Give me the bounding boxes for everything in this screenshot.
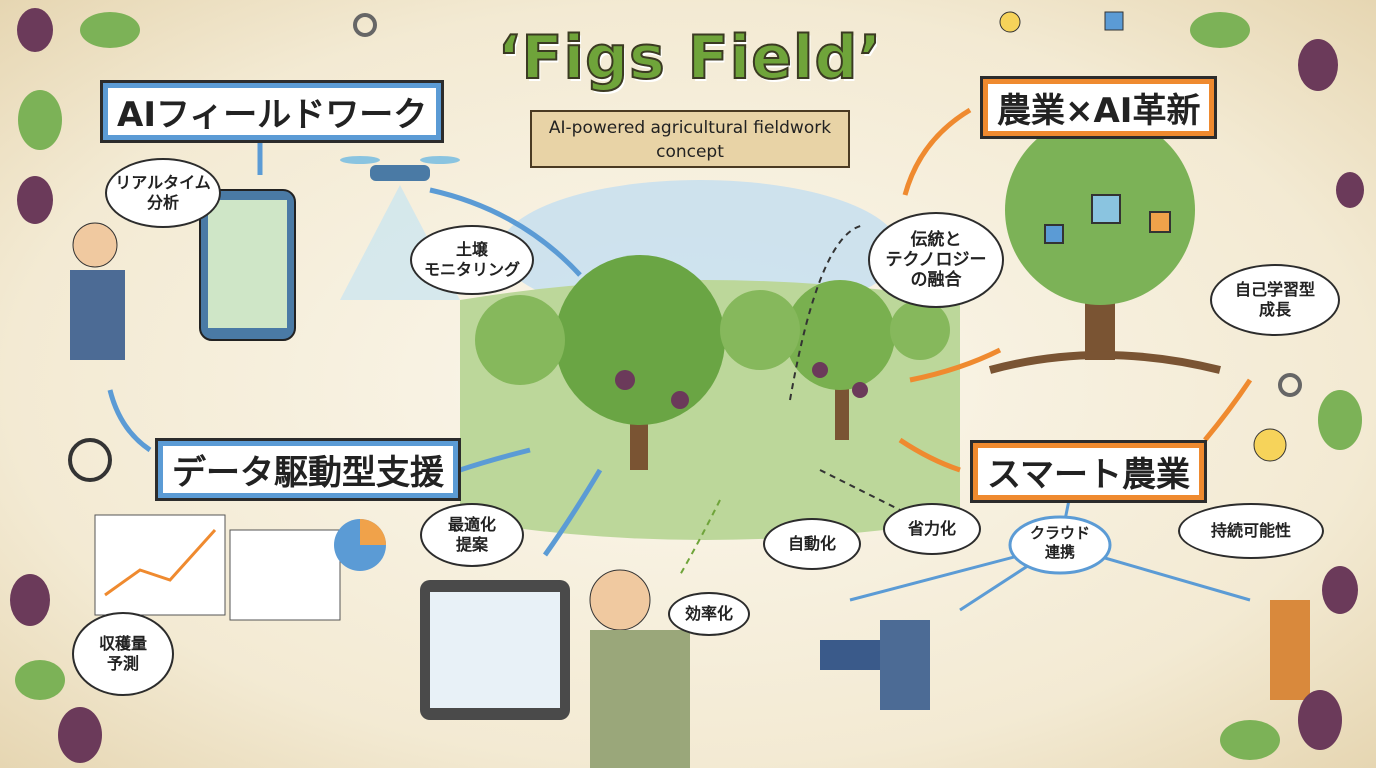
- bubble-tradition-technology: 伝統と テクノロジー の融合: [868, 212, 1004, 308]
- farmer-shirt: [590, 630, 690, 768]
- bubble-sustainability: 持続可能性: [1178, 503, 1324, 559]
- cloud-label: クラウド 連携: [1029, 524, 1090, 561]
- magnifier-icon: [68, 438, 112, 482]
- banner-smart-agriculture: スマート農業: [970, 440, 1207, 503]
- solar-panel: [820, 640, 880, 670]
- lightbulb-icon: [1253, 428, 1287, 462]
- banner-ai-fieldwork: AIフィールドワーク: [100, 80, 445, 143]
- farmer-illustration: [72, 222, 118, 268]
- bubble-optimization: 最適化 提案: [420, 503, 524, 567]
- ai-tree: [988, 115, 1221, 374]
- bubble-soil-monitoring: 土壌 モニタリング: [410, 225, 534, 295]
- bubble-labor-saving: 省力化: [883, 503, 981, 555]
- cloud-icon: [1008, 515, 1112, 575]
- farmer-with-mower: [880, 620, 930, 710]
- subtitle-ribbon: AI-powered agricultural fieldwork concep…: [530, 110, 850, 168]
- chart-sheet: [229, 529, 341, 621]
- phone-map: [208, 200, 287, 328]
- bubble-efficiency: 効率化: [668, 592, 750, 636]
- banner-agri-ai-innovation: 農業×AI革新: [980, 76, 1218, 139]
- farmer-illustration: [589, 569, 651, 631]
- bubble-automation: 自動化: [763, 518, 861, 570]
- bubble-realtime-analysis: リアルタイム 分析: [105, 158, 221, 228]
- fig-decoration: [10, 8, 1364, 763]
- bubble-yield-forecast: 収穫量 予測: [72, 612, 174, 696]
- farmer-overalls: [70, 270, 125, 360]
- chip-icon: [1104, 11, 1124, 31]
- gear-icon: [1278, 373, 1302, 397]
- banner-data-driven-support: データ駆動型支援: [155, 438, 461, 501]
- chart-sheet: [94, 514, 226, 616]
- leaf-decoration: [15, 12, 1362, 760]
- lightbulb-icon: [999, 11, 1021, 33]
- gear-icon: [353, 13, 377, 37]
- page-title: ‘Figs Field’: [497, 22, 883, 94]
- bubble-self-learning: 自己学習型 成長: [1210, 264, 1340, 336]
- pie-slice: [360, 519, 386, 545]
- fig-trees: [475, 255, 950, 470]
- trend-line: [104, 528, 217, 597]
- tablet-dashboard: [430, 592, 560, 708]
- farmer-with-tablet: [1270, 600, 1310, 700]
